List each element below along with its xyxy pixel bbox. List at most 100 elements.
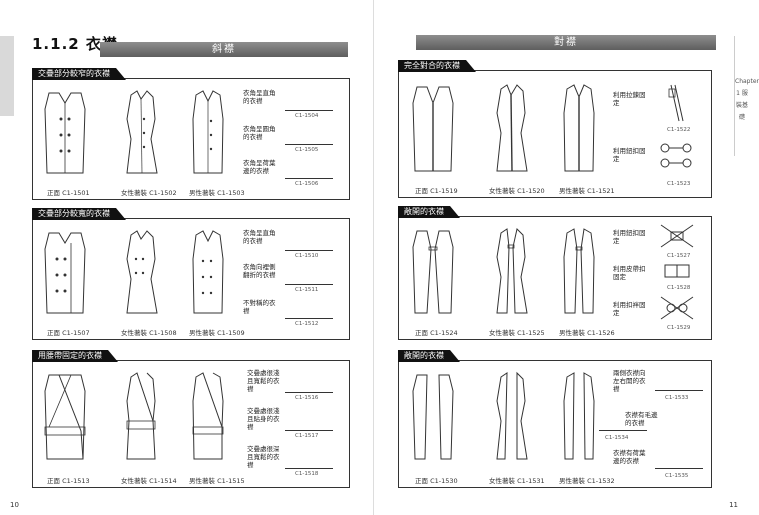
panel-fully-meeting: 完全對合的衣襟 正面 C1-1519 女性著裝 C1-1520 男性著裝 C1-… — [398, 60, 712, 198]
right-page: Chapter 1 服裝基礎 對襟 完全對合的衣襟 正面 C1-1519 女性著… — [376, 0, 759, 515]
detail-code: C1-1534 — [605, 435, 629, 441]
detail-code: C1-1529 — [667, 325, 691, 331]
wrap-front-illustration — [44, 374, 86, 460]
note-1: 利用鈕扣固定 — [613, 229, 646, 245]
bar-title-left: 斜襟 — [100, 42, 348, 57]
vest-front-illustration — [44, 92, 86, 174]
vest-male-illustration — [192, 90, 224, 174]
detail-swatch — [285, 447, 333, 469]
panel-header: 完全對合的衣襟 — [398, 60, 476, 72]
note-1: 衣角呈直角的衣襟 — [243, 89, 276, 105]
detail-swatch — [285, 409, 333, 431]
caption-male: 男性著裝 C1-1509 — [189, 329, 245, 337]
vest-front-illustration — [412, 374, 454, 460]
toggle-fastener-icon — [660, 224, 694, 248]
panel-header: 用腰帶固定的衣襟 — [32, 350, 118, 362]
detail-swatch — [285, 263, 333, 285]
caption-male: 男性著裝 C1-1503 — [189, 189, 245, 197]
caption-male: 男性著裝 C1-1526 — [559, 329, 615, 337]
vest-male-illustration — [563, 84, 595, 172]
note-3: 不對稱的衣襟 — [243, 299, 276, 315]
edge-tab-left — [0, 36, 14, 116]
detail-code: C1-1533 — [665, 395, 689, 401]
edge-tab-right: Chapter 1 服裝基礎 — [734, 36, 759, 156]
vest-female-illustration — [126, 90, 158, 174]
detail-code: C1-1504 — [295, 113, 319, 119]
detail-swatch — [285, 157, 333, 179]
detail-swatch — [599, 409, 647, 431]
detail-swatch — [285, 229, 333, 251]
detail-code: C1-1517 — [295, 433, 319, 439]
panel-wide-overlap: 交疊部分較寬的衣襟 正面 C1-1507 女性著裝 C1-1508 男性著裝 C… — [32, 208, 350, 340]
note-3: 衣角呈荷葉邊的衣襟 — [243, 159, 276, 175]
note-1: 兩側衣襟向左右開的衣襟 — [613, 369, 646, 393]
vest-female-illustration — [496, 84, 528, 172]
vest-female-illustration — [496, 371, 528, 460]
vest-male-illustration — [192, 230, 224, 314]
caption-male: 男性著裝 C1-1515 — [189, 477, 245, 485]
caption-female: 女性著裝 C1-1502 — [121, 189, 177, 197]
detail-swatch — [655, 369, 703, 391]
note-2: 衣襟有毛邊的衣襟 — [625, 411, 658, 427]
panel-header: 交疊部分較寬的衣襟 — [32, 208, 126, 220]
caption-female: 女性著裝 C1-1531 — [489, 477, 545, 485]
panel-open: 敞開的衣襟 正面 C1-1530 女性著裝 C1-1531 男性著裝 C1-15… — [398, 350, 712, 488]
detail-code: C1-1516 — [295, 395, 319, 401]
vest-male-illustration — [563, 228, 595, 314]
caption-front: 正面 C1-1519 — [415, 187, 458, 195]
vest-female-illustration — [126, 230, 158, 314]
note-2: 利用皮帶扣固定 — [613, 265, 646, 281]
note-1: 交疊處很淺且寬鬆的衣襟 — [247, 369, 280, 393]
vest-front-illustration — [412, 86, 454, 172]
detail-code: C1-1511 — [295, 287, 319, 293]
detail-swatch — [285, 297, 333, 319]
detail-swatch — [285, 123, 333, 145]
note-3: 衣襟有荷葉邊的衣襟 — [613, 449, 646, 465]
vest-front-illustration — [412, 230, 454, 314]
caption-female: 女性著裝 C1-1520 — [489, 187, 545, 195]
detail-code: C1-1510 — [295, 253, 319, 259]
detail-swatch — [285, 371, 333, 393]
detail-code: C1-1522 — [667, 127, 691, 133]
caption-front: 正面 C1-1501 — [47, 189, 90, 197]
wrap-male-illustration — [192, 372, 224, 460]
left-page: 1.1.2 衣襟 斜襟 交疊部分較窄的衣襟 正面 C1-1501 女性著裝 C1… — [0, 0, 374, 515]
page-number: 11 — [729, 501, 738, 509]
caption-male: 男性著裝 C1-1521 — [559, 187, 615, 195]
vest-male-illustration — [563, 372, 595, 460]
frog-closure-icon — [660, 296, 694, 320]
section-title: 1.1.2 衣襟 — [32, 35, 118, 53]
caption-female: 女性著裝 C1-1525 — [489, 329, 545, 337]
note-3: 利用扣袢固定 — [613, 301, 646, 317]
note-3: 交疊處很深且寬鬆的衣襟 — [247, 445, 280, 469]
caption-front: 正面 C1-1524 — [415, 329, 458, 337]
vest-female-illustration — [496, 228, 528, 314]
caption-female: 女性著裝 C1-1508 — [121, 329, 177, 337]
zipper-icon — [668, 84, 684, 122]
buckle-icon — [664, 264, 690, 278]
caption-female: 女性著裝 C1-1514 — [121, 477, 177, 485]
detail-code: C1-1528 — [667, 285, 691, 291]
note-2: 利用鈕扣固定 — [613, 147, 646, 163]
note-2: 衣角呈圓角的衣襟 — [243, 125, 276, 141]
detail-code: C1-1523 — [667, 181, 691, 187]
detail-code: C1-1506 — [295, 181, 319, 187]
panel-header: 敞開的衣襟 — [398, 206, 460, 218]
note-1: 利用拉鍊固定 — [613, 91, 646, 107]
panel-header: 交疊部分較窄的衣襟 — [32, 68, 126, 80]
note-2: 衣角向裡側翻折的衣襟 — [243, 263, 276, 279]
note-1: 衣角呈直角的衣襟 — [243, 229, 276, 245]
detail-swatch — [285, 89, 333, 111]
bar-title-right: 對襟 — [416, 35, 716, 50]
caption-male: 男性著裝 C1-1532 — [559, 477, 615, 485]
vest-front-illustration — [44, 232, 86, 314]
button-fastener-icon — [660, 143, 692, 168]
detail-code: C1-1535 — [665, 473, 689, 479]
caption-front: 正面 C1-1513 — [47, 477, 90, 485]
page-number: 10 — [10, 501, 19, 509]
panel-header: 敞開的衣襟 — [398, 350, 460, 362]
panel-belted: 用腰帶固定的衣襟 正面 C1-1513 女性著裝 C1-1514 男性著裝 C1… — [32, 350, 350, 488]
detail-swatch — [655, 447, 703, 469]
panel-open-fastened: 敞開的衣襟 正面 C1-1524 女性著裝 C1-1525 男性著裝 C1-15… — [398, 206, 712, 340]
detail-code: C1-1505 — [295, 147, 319, 153]
